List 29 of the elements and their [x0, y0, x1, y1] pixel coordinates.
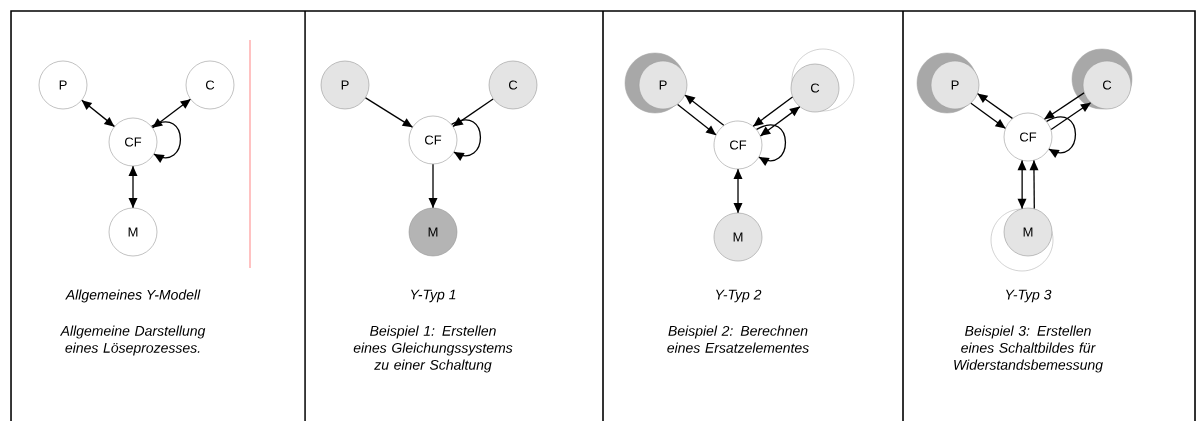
arrow — [1043, 92, 1085, 120]
arrow — [452, 98, 494, 128]
panel-description: Beispiel 2: Berechnen eines Ersatzelementes — [667, 325, 809, 353]
arrow — [450, 119, 482, 161]
arrow — [1029, 159, 1039, 210]
arrow — [677, 103, 717, 136]
arrow — [364, 97, 414, 128]
panel-description: Beispiel 1: Erstellen eines Gleichungssystems zu einer Schaltung — [353, 325, 513, 373]
panel-description: Allgemeine Darstellung eines Löseprozesses. — [59, 325, 206, 356]
arrow — [755, 124, 787, 166]
arrow — [1017, 159, 1027, 210]
arrow — [759, 106, 801, 137]
arrow — [684, 94, 725, 126]
arrow — [152, 98, 191, 129]
arrow — [428, 163, 438, 209]
arrow — [752, 96, 794, 127]
panel-title: Y-Typ 3 — [1006, 289, 1052, 303]
arrow — [977, 93, 1014, 120]
arrow — [1045, 116, 1077, 158]
panel-title: Y-Typ 2 — [716, 289, 762, 303]
arrow — [733, 168, 743, 214]
arrow — [128, 165, 138, 209]
arrow — [1050, 102, 1092, 131]
arrow — [81, 99, 116, 128]
panel-title: Allgemeines Y-Modell — [65, 289, 201, 303]
panel-description: Beispiel 3: Erstellen eines Schaltbildes für Widerstandsbemessung — [954, 325, 1103, 373]
arrow — [150, 121, 182, 163]
panel-title: Y-Typ 1 — [411, 289, 456, 303]
arrow — [970, 102, 1006, 129]
